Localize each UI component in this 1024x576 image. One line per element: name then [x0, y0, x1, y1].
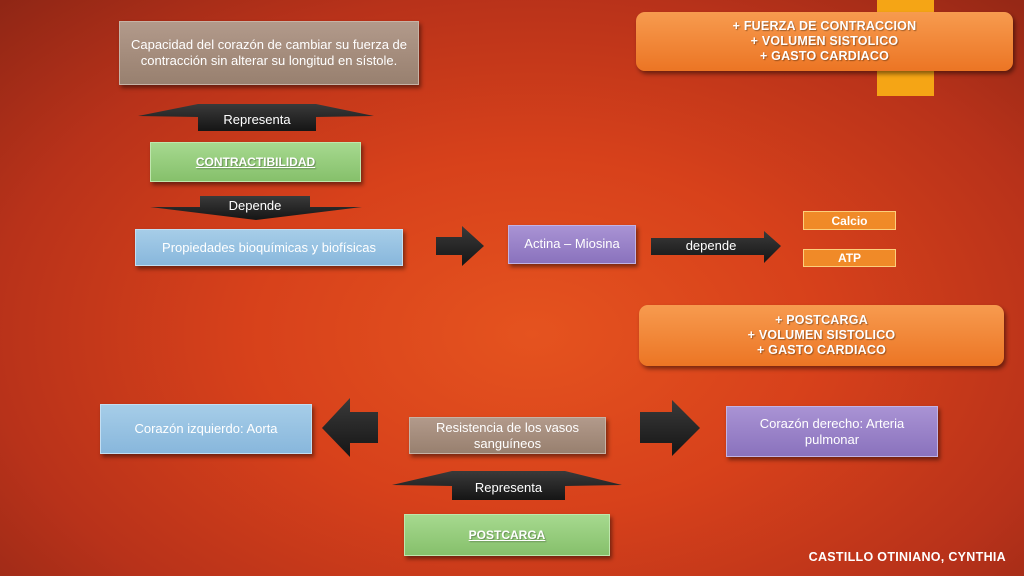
bottom-result-line-1: + POSTCARGA: [775, 313, 868, 327]
atp-box: ATP: [803, 249, 896, 267]
depende-arrow-label: depende: [685, 238, 737, 253]
resistance-box: Resistencia de los vasos sanguíneos: [409, 417, 606, 454]
represents-arrow-1: [138, 104, 374, 131]
atp-text: ATP: [837, 251, 862, 265]
actin-myosin-box: Actina – Miosina: [508, 225, 636, 264]
top-result-line-1: + FUERZA DE CONTRACCION: [732, 19, 917, 33]
left-heart-text: Corazón izquierdo: Aorta: [134, 421, 278, 436]
top-result-box: + FUERZA DE CONTRACCION + VOLUMEN SISTOL…: [636, 12, 1013, 71]
properties-box: Propiedades bioquímicas y biofísicas: [135, 229, 403, 266]
left-heart-box: Corazón izquierdo: Aorta: [100, 404, 312, 454]
actin-myosin-text: Actina – Miosina: [524, 236, 620, 251]
right-arrow-1: [436, 226, 484, 266]
depends-label: Depende: [228, 198, 282, 213]
represents-label-1: Representa: [223, 112, 291, 127]
contractility-box: CONTRACTIBILIDAD: [150, 142, 361, 182]
top-result-line-3: + GASTO CARDIACO: [759, 49, 890, 63]
resistance-text: Resistencia de los vasos sanguíneos: [435, 419, 580, 451]
right-heart-box: Corazón derecho: Arteria pulmonar: [726, 406, 938, 457]
top-result-line-2: + VOLUMEN SISTOLICO: [750, 34, 899, 48]
depende-arrow: [651, 231, 781, 263]
represents-label-2: Representa: [474, 480, 543, 495]
calcio-text: Calcio: [831, 213, 868, 228]
left-arrow: [322, 398, 378, 457]
author-credit: CASTILLO OTINIANO, CYNTHIA: [808, 550, 1006, 564]
bottom-result-line-3: + GASTO CARDIACO: [756, 343, 887, 357]
definition-box: Capacidad del corazón de cambiar su fuer…: [119, 21, 419, 85]
right-arrow-2: [640, 400, 700, 456]
calcio-box: Calcio: [803, 211, 896, 230]
represents-arrow-2: [392, 471, 622, 500]
contractility-text: CONTRACTIBILIDAD: [195, 155, 316, 169]
postcarga-box: POSTCARGA: [404, 514, 610, 556]
postcarga-text: POSTCARGA: [468, 528, 546, 542]
right-heart-text: Corazón derecho: Arteria pulmonar: [759, 415, 905, 447]
properties-text: Propiedades bioquímicas y biofísicas: [162, 239, 376, 255]
definition-text: Capacidad del corazón de cambiar su fuer…: [130, 37, 408, 68]
bottom-result-line-2: + VOLUMEN SISTOLICO: [747, 328, 896, 342]
depends-arrow: [150, 196, 362, 220]
bottom-result-box: + POSTCARGA + VOLUMEN SISTOLICO + GASTO …: [639, 305, 1004, 366]
